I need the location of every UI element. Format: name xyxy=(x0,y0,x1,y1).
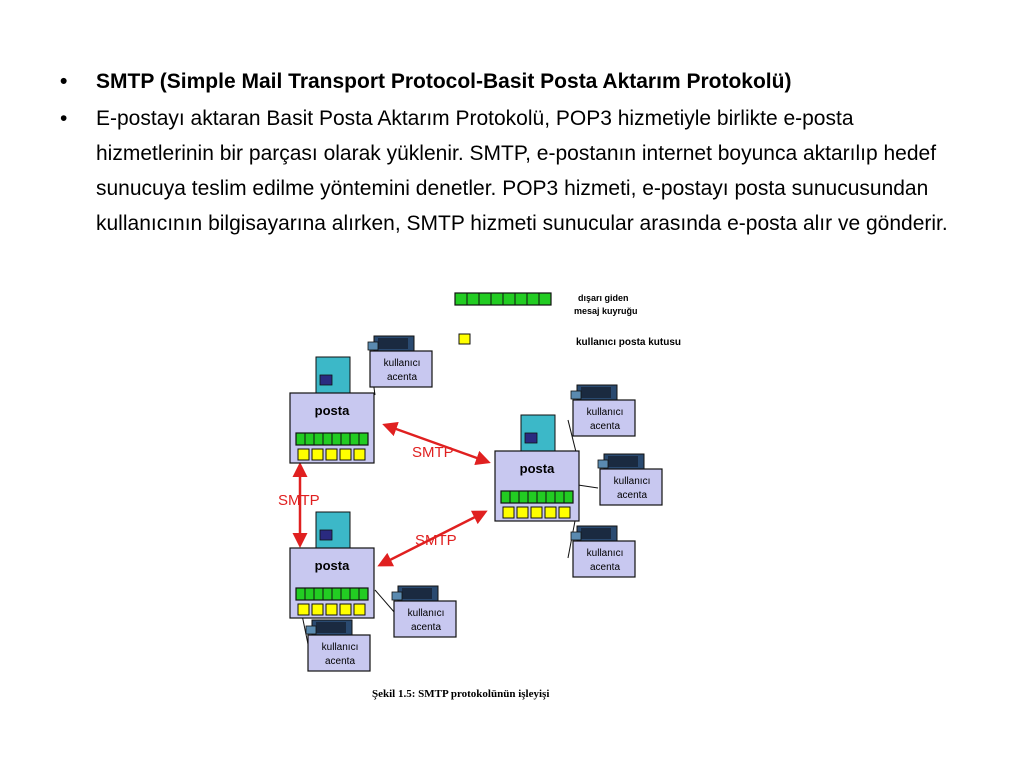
bullet-text: E-postayı aktaran Basit Posta Aktarım Pr… xyxy=(96,107,948,235)
agent-line2: acenta xyxy=(590,562,620,573)
agent-line1: kullanıcı xyxy=(587,548,624,559)
legend-queue-line1: dışarı giden xyxy=(578,293,629,303)
arrow-bottom-right xyxy=(377,510,488,567)
agent-line2: acenta xyxy=(590,421,620,432)
bullet-text: SMTP (Simple Mail Transport Protocol-Bas… xyxy=(96,70,792,93)
user-agent-4: kullanıcı acenta xyxy=(570,525,636,578)
server-label: posta xyxy=(315,403,350,418)
mailbox-legend-icon xyxy=(458,333,471,345)
smtp-label-top: SMTP xyxy=(412,444,454,461)
user-agent-1: kullanıcı acenta xyxy=(367,335,433,388)
smtp-label-bottom: SMTP xyxy=(415,532,457,549)
user-agent-2: kullanıcı acenta xyxy=(570,384,636,437)
bullet-item-title: • SMTP (Simple Mail Transport Protocol-B… xyxy=(60,64,972,99)
user-agent-3: kullanıcı acenta xyxy=(597,453,663,506)
agent-line1: kullanıcı xyxy=(322,642,359,653)
agent-line1: kullanıcı xyxy=(408,608,445,619)
mail-server-right: posta xyxy=(494,414,580,522)
agent-line2: acenta xyxy=(411,622,441,633)
figure-caption: Şekil 1.5: SMTP protokolünün işleyişi xyxy=(372,688,549,700)
legend-mailbox: kullanıcı posta kutusu xyxy=(576,337,681,348)
server-label: posta xyxy=(315,558,350,573)
agent-line2: acenta xyxy=(387,372,417,383)
mail-server-bottom: posta xyxy=(289,511,375,619)
server-label: posta xyxy=(520,461,555,476)
bullet-item-description: • E-postayı aktaran Basit Posta Aktarım … xyxy=(60,101,972,241)
agent-line1: kullanıcı xyxy=(384,358,421,369)
bullet-list: • SMTP (Simple Mail Transport Protocol-B… xyxy=(60,64,972,241)
legend-queue-line2: mesaj kuyruğu xyxy=(574,306,638,316)
bullet-dot: • xyxy=(60,70,68,93)
user-agent-6: kullanıcı acenta xyxy=(305,619,371,672)
bullet-dot: • xyxy=(60,107,68,130)
smtp-label-left: SMTP xyxy=(278,492,320,509)
user-agent-5: kullanıcı acenta xyxy=(391,585,457,638)
agent-line1: kullanıcı xyxy=(614,476,651,487)
arrow-top-right xyxy=(382,421,491,466)
agent-line2: acenta xyxy=(325,656,355,667)
agent-line1: kullanıcı xyxy=(587,407,624,418)
legend: dışarı giden mesaj kuyruğu kullanıcı pos… xyxy=(454,292,681,348)
smtp-arrows xyxy=(292,421,491,567)
agent-line2: acenta xyxy=(617,490,647,501)
mail-server-top: posta xyxy=(289,356,375,464)
queue-legend-icon xyxy=(454,292,552,306)
